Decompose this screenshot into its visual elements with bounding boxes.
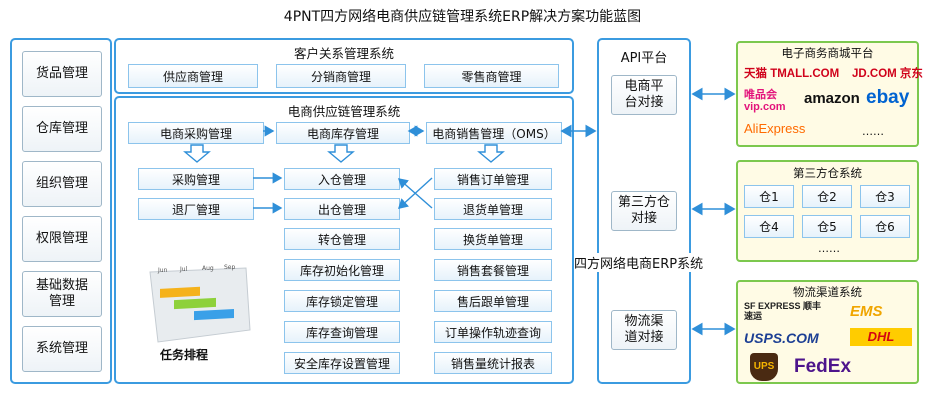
warehouse-5[interactable]: 仓5	[802, 215, 852, 238]
warehouse-1[interactable]: 仓1	[744, 185, 794, 208]
api-logistics-button[interactable]: 物流渠道对接	[611, 310, 677, 350]
inventory-item-2[interactable]: 转仓管理	[284, 228, 400, 250]
left-menu-goods[interactable]: 货品管理	[22, 51, 102, 97]
sales-item-5[interactable]: 订单操作轨迹查询	[434, 321, 552, 343]
left-menu-system[interactable]: 系统管理	[22, 326, 102, 372]
api-warehouse-button[interactable]: 第三方仓对接	[611, 191, 677, 231]
ebay-logo-text: ebay	[866, 87, 910, 108]
gantt-caption: 任务排程	[160, 348, 209, 362]
ecommerce-more: ……	[862, 125, 884, 138]
logistics-title: 物流渠道系统	[793, 285, 862, 299]
ebay-logo: ebay	[866, 87, 909, 109]
purchase-manage-button[interactable]: 采购管理	[138, 168, 254, 190]
dhl-logo: DHL	[850, 328, 912, 346]
gantt-illustration: Jun Jul Aug Sep	[138, 260, 258, 356]
ems-logo: EMS	[850, 303, 883, 320]
page-title: 4PNT四方网络电商供应链管理系统ERP解决方案功能蓝图	[283, 9, 642, 25]
inventory-item-6[interactable]: 安全库存设置管理	[284, 352, 400, 374]
sales-item-1[interactable]: 退货单管理	[434, 198, 552, 220]
sf-express-logo: SF EXPRESS 顺丰速运	[744, 301, 826, 322]
vip-logo: 唯品会 vip.com	[744, 89, 806, 113]
scm-title: 电商供应链管理系统	[287, 104, 401, 119]
tmall-logo: 天猫 TMALL.COM	[744, 65, 839, 81]
dhl-logo-text: DHL	[867, 329, 895, 344]
crm-retailer-button[interactable]: 零售商管理	[424, 64, 559, 88]
crm-distributor-button[interactable]: 分销商管理	[276, 64, 406, 88]
tmall-logo-text: 天猫 TMALL.COM	[744, 68, 840, 80]
fedex-logo-text: FedEx	[794, 356, 852, 377]
crm-panel: 客户关系管理系统 供应商管理 分销商管理 零售商管理	[114, 38, 574, 94]
gantt-bar-green	[174, 297, 216, 310]
aliexpress-logo-text: AliExpress	[744, 121, 806, 136]
inventory-item-3[interactable]: 库存初始化管理	[284, 259, 400, 281]
fedex-logo: FedEx	[794, 356, 851, 378]
warehouse-title: 第三方仓系统	[793, 166, 862, 180]
crm-supplier-button[interactable]: 供应商管理	[128, 64, 258, 88]
warehouse-2[interactable]: 仓2	[802, 185, 852, 208]
amazon-logo-text: amazon	[804, 90, 860, 107]
gantt-month-2: Aug	[202, 265, 214, 272]
api-panel: API平台 电商平台对接 第三方仓对接 物流渠道对接	[597, 38, 691, 384]
gantt-month-1: Jul	[179, 266, 188, 273]
sales-header[interactable]: 电商销售管理（OMS）	[426, 122, 562, 144]
system-label: 四方网络电商ERP系统	[574, 253, 734, 272]
sales-item-3[interactable]: 销售套餐管理	[434, 259, 552, 281]
inventory-item-1[interactable]: 出仓管理	[284, 198, 400, 220]
warehouse-panel: 第三方仓系统 仓1 仓2 仓3 仓4 仓5 仓6 ……	[736, 160, 919, 262]
ecommerce-panel: 电子商务商城平台 天猫 TMALL.COM JD.COM 京东 唯品会 vip.…	[736, 41, 923, 147]
inventory-item-4[interactable]: 库存锁定管理	[284, 290, 400, 312]
usps-logo-text: USPS.COM	[744, 330, 819, 346]
logistics-panel: 物流渠道系统 SF EXPRESS 顺丰速运 EMS USPS.COM DHL …	[736, 280, 919, 384]
ups-logo-text: UPS	[753, 361, 775, 372]
warehouse-6[interactable]: 仓6	[860, 215, 910, 238]
jd-logo-text: JD.COM 京东	[852, 68, 923, 80]
api-title: API平台	[620, 51, 668, 66]
ecommerce-title: 电子商务商城平台	[781, 46, 874, 60]
api-ecommerce-button[interactable]: 电商平台对接	[611, 75, 677, 115]
gantt-month-0: Jun	[157, 267, 168, 274]
sales-item-6[interactable]: 销售量统计报表	[434, 352, 552, 374]
vip-logo-text: 唯品会 vip.com	[744, 89, 786, 114]
sf-express-logo-text: SF EXPRESS 顺丰速运	[744, 301, 822, 322]
gantt-month-3: Sep	[224, 264, 236, 271]
sales-item-0[interactable]: 销售订单管理	[434, 168, 552, 190]
gantt-bar-orange	[160, 286, 200, 298]
left-menu-organization[interactable]: 组织管理	[22, 161, 102, 207]
inventory-header[interactable]: 电商库存管理	[276, 122, 410, 144]
warehouse-more: ……	[818, 242, 840, 255]
inventory-item-5[interactable]: 库存查询管理	[284, 321, 400, 343]
purchase-header[interactable]: 电商采购管理	[128, 122, 264, 144]
ems-logo-text: EMS	[850, 303, 883, 320]
left-menu-permission[interactable]: 权限管理	[22, 216, 102, 262]
return-factory-button[interactable]: 退厂管理	[138, 198, 254, 220]
left-menu-panel: 货品管理 仓库管理 组织管理 权限管理 基础数据管理 系统管理	[10, 38, 112, 384]
crm-title: 客户关系管理系统	[293, 46, 394, 61]
jd-logo: JD.COM 京东	[852, 65, 923, 81]
sales-item-4[interactable]: 售后跟单管理	[434, 290, 552, 312]
gantt-bar-blue	[194, 308, 234, 321]
amazon-logo: amazon	[804, 90, 860, 107]
warehouse-3[interactable]: 仓3	[860, 185, 910, 208]
warehouse-4[interactable]: 仓4	[744, 215, 794, 238]
aliexpress-logo: AliExpress	[744, 121, 805, 136]
left-menu-basic-data[interactable]: 基础数据管理	[22, 271, 102, 317]
inventory-item-0[interactable]: 入仓管理	[284, 168, 400, 190]
scm-panel: 电商供应链管理系统 电商采购管理 电商库存管理 电商销售管理（OMS） 采购管理…	[114, 96, 574, 384]
ups-logo: UPS	[750, 353, 778, 381]
usps-logo: USPS.COM	[744, 330, 819, 346]
sales-item-2[interactable]: 换货单管理	[434, 228, 552, 250]
left-menu-warehouse[interactable]: 仓库管理	[22, 106, 102, 152]
